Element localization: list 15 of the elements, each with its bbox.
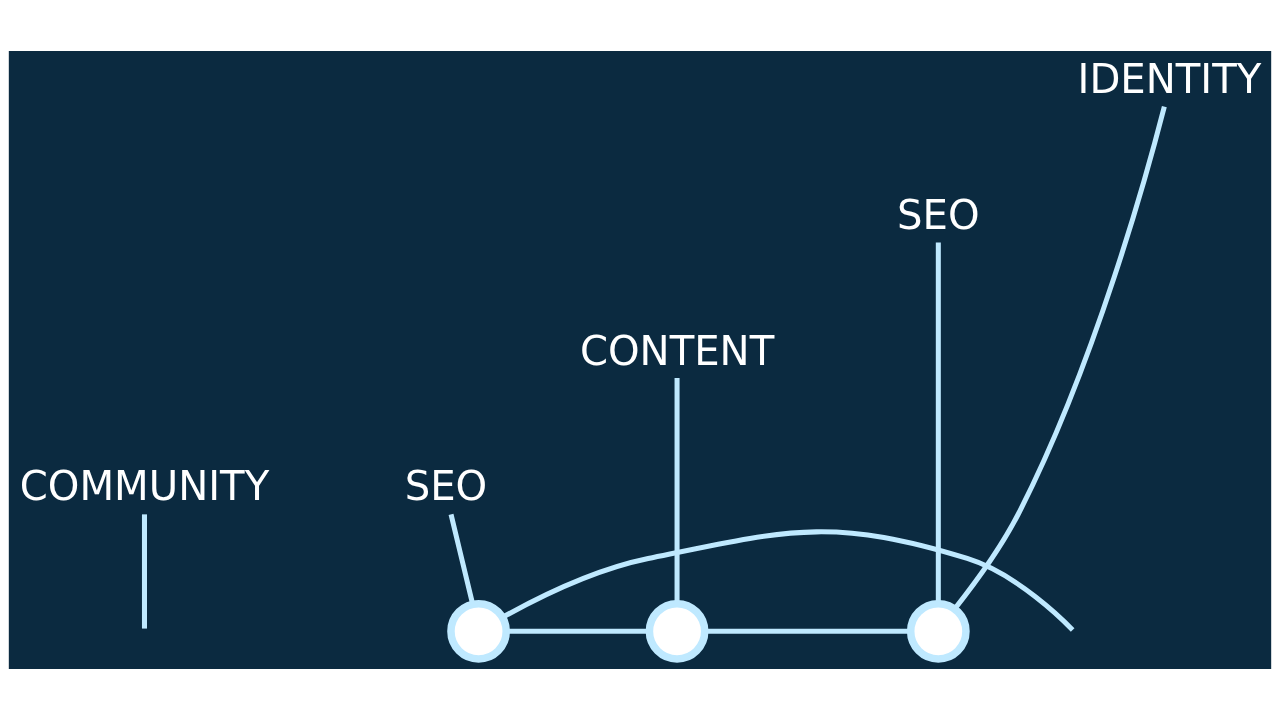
node-circle — [906, 599, 970, 663]
node-text: COMMUNITY — [19, 463, 270, 510]
node-circle — [447, 599, 510, 663]
connector — [935, 242, 941, 604]
connector — [448, 513, 475, 605]
connector — [141, 514, 147, 629]
node-text: CONTENT — [579, 327, 775, 374]
node-text: SEO — [404, 463, 488, 510]
node-text: SEO — [897, 191, 980, 238]
connector — [501, 529, 1075, 632]
connector — [952, 105, 1167, 611]
node-text: IDENTITY — [1077, 56, 1262, 103]
node-circle — [645, 599, 709, 663]
connector — [674, 377, 680, 604]
connector — [705, 628, 911, 634]
